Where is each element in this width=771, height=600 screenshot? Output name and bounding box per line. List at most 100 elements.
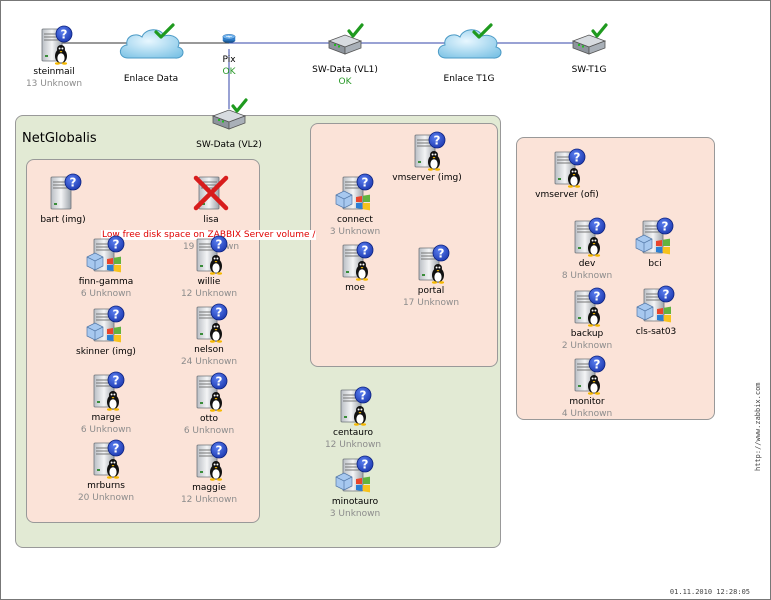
switch-status-ok: OK — [338, 77, 352, 87]
host-label: bci — [648, 259, 662, 269]
host-centauro[interactable]: centauro 12 Unknown — [293, 386, 413, 451]
switch-label: SW-Data (VL1) — [312, 65, 378, 75]
host-cls-sat03[interactable]: cls-sat03 — [596, 285, 716, 338]
problem-message: Low free disk space on ZABBIX Server vol… — [101, 230, 317, 240]
host-label: cls-sat03 — [635, 327, 677, 337]
host-label: marge — [91, 413, 121, 423]
host-nelson[interactable]: nelson 24 Unknown — [149, 303, 269, 368]
host-monitor[interactable]: monitor 4 Unknown — [527, 355, 647, 420]
host-label: vmserver (img) — [392, 173, 462, 183]
host-label: moe — [345, 283, 365, 293]
linux-server-unknown-icon — [411, 244, 451, 284]
switch-sw-data-vl1[interactable]: SW-Data (VL1) OK — [285, 23, 405, 88]
linux-server-unknown-icon — [86, 439, 126, 479]
host-label: bart (img) — [40, 215, 86, 225]
area-netglobalis-title: NetGlobalis — [22, 131, 97, 146]
host-portal[interactable]: portal 17 Unknown — [371, 244, 491, 309]
map-timestamp: 01.11.2010 12:28:05 — [669, 588, 750, 596]
host-label: monitor — [569, 397, 605, 407]
windows-server-unknown-icon — [636, 285, 676, 325]
host-label: maggie — [192, 483, 226, 493]
host-bci[interactable]: bci — [595, 217, 715, 270]
cloud-enlace-data[interactable]: Enlace Data — [91, 16, 211, 85]
host-label: steinmail — [33, 67, 75, 77]
host-label: backup — [570, 329, 604, 339]
server-problem-icon — [191, 173, 231, 213]
host-status: 20 Unknown — [77, 493, 135, 503]
windows-server-unknown-icon — [335, 173, 375, 213]
linux-server-unknown-icon — [407, 131, 447, 171]
switch-sw-t1g[interactable]: SW-T1G — [529, 23, 649, 76]
area-group-center — [310, 123, 498, 367]
switch-ok-icon — [569, 23, 609, 63]
switch-label: SW-T1G — [571, 65, 607, 75]
host-label: centauro — [333, 428, 373, 438]
host-status: 6 Unknown — [80, 289, 132, 299]
host-status: 13 Unknown — [25, 79, 83, 89]
host-connect[interactable]: connect 3 Unknown — [295, 173, 415, 238]
host-status: 3 Unknown — [329, 509, 381, 519]
router-label: Pix — [222, 55, 236, 65]
host-minotauro[interactable]: minotauro 3 Unknown — [295, 455, 415, 520]
host-label: mrburns — [87, 481, 125, 491]
host-bart[interactable]: bart (img) — [3, 173, 123, 226]
host-status: 12 Unknown — [180, 289, 238, 299]
cloud-ok-icon — [434, 23, 504, 72]
cloud-label: Enlace T1G — [443, 74, 495, 84]
host-label: minotauro — [331, 497, 379, 507]
host-label: lisa — [203, 215, 219, 225]
host-vmserver-ofi[interactable]: vmserver (ofi) — [507, 148, 627, 201]
host-lisa[interactable]: lisa — [151, 173, 271, 226]
router-pix[interactable]: Pix OK — [169, 29, 289, 78]
host-mrburns[interactable]: mrburns 20 Unknown — [46, 439, 166, 504]
linux-server-unknown-icon — [189, 303, 229, 343]
host-maggie[interactable]: maggie 12 Unknown — [149, 441, 269, 506]
linux-server-unknown-icon — [34, 25, 74, 65]
server-unknown-icon — [43, 173, 83, 213]
switch-label: SW-Data (VL2) — [196, 140, 262, 150]
host-marge[interactable]: marge 6 Unknown — [46, 371, 166, 436]
windows-server-unknown-icon — [335, 455, 375, 495]
linux-server-unknown-icon — [189, 372, 229, 412]
switch-ok-icon — [209, 98, 249, 138]
switch-ok-icon — [325, 23, 365, 63]
host-status: 6 Unknown — [183, 426, 235, 436]
host-label: nelson — [194, 345, 224, 355]
host-finn-gamma[interactable]: finn-gamma 6 Unknown — [46, 235, 166, 300]
host-moe[interactable]: moe — [295, 241, 415, 294]
windows-server-unknown-icon — [86, 305, 126, 345]
host-status: 17 Unknown — [402, 298, 460, 308]
host-label: otto — [199, 414, 219, 424]
host-skinner[interactable]: skinner (img) — [46, 305, 166, 358]
host-dev[interactable]: dev 8 Unknown — [527, 217, 647, 282]
windows-server-unknown-icon — [86, 235, 126, 275]
host-label: willie — [197, 277, 221, 287]
cloud-label: Enlace Data — [123, 74, 179, 84]
host-status: 24 Unknown — [180, 357, 238, 367]
host-steinmail[interactable]: steinmail 13 Unknown — [1, 25, 114, 90]
host-willie[interactable]: willie 12 Unknown — [149, 235, 269, 300]
host-status: 6 Unknown — [80, 425, 132, 435]
host-label: connect — [337, 215, 373, 225]
linux-server-unknown-icon — [189, 235, 229, 275]
host-label: portal — [417, 286, 445, 296]
host-status: 12 Unknown — [324, 440, 382, 450]
switch-sw-data-vl2[interactable]: SW-Data (VL2) — [169, 98, 289, 151]
area-group-right — [516, 137, 715, 420]
host-backup[interactable]: backup 2 Unknown — [527, 287, 647, 352]
host-status: 2 Unknown — [561, 341, 613, 351]
host-label: vmserver (ofi) — [535, 190, 599, 200]
cloud-enlace-t1g[interactable]: Enlace T1G — [409, 16, 529, 85]
host-label: dev — [578, 259, 596, 269]
host-vmserver-img[interactable]: vmserver (img) — [367, 131, 487, 184]
host-label: finn-gamma — [78, 277, 134, 287]
linux-server-unknown-icon — [86, 371, 126, 411]
zabbix-url[interactable]: http://www.zabbix.com — [754, 382, 762, 471]
cloud-ok-icon — [116, 23, 186, 72]
router-status-ok: OK — [222, 67, 236, 77]
linux-server-unknown-icon — [567, 355, 607, 395]
host-status: 8 Unknown — [561, 271, 613, 281]
host-otto[interactable]: otto 6 Unknown — [149, 372, 269, 437]
linux-server-unknown-icon — [189, 441, 229, 481]
